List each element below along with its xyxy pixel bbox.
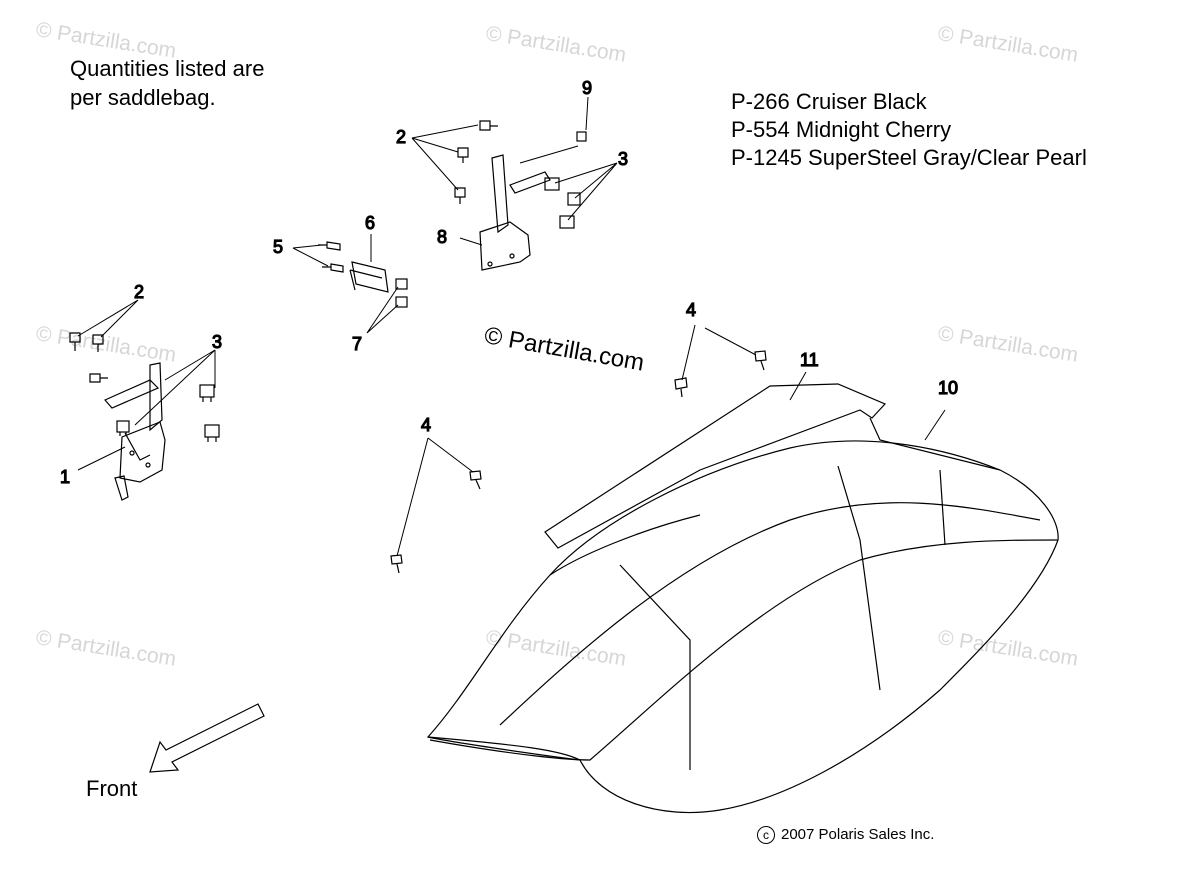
quantity-note-line-1: Quantities listed are	[70, 56, 265, 81]
front-label: Front	[86, 776, 138, 801]
callout-11: 11	[800, 350, 819, 370]
callout-2-left: 2	[134, 282, 144, 302]
u-bracket	[349, 261, 389, 293]
clips-upper	[544, 131, 587, 229]
callout-5: 5	[273, 237, 283, 257]
color-options: P-266 Cruiser Black P-554 Midnight Cherr…	[731, 88, 1087, 172]
callout-3-left: 3	[212, 332, 222, 352]
callout-4-upper: 4	[686, 300, 696, 320]
bracket-assembly-upper	[479, 154, 551, 271]
callout-7: 7	[352, 334, 362, 354]
copyright-text: 2007 Polaris Sales Inc.	[781, 826, 935, 843]
saddlebag-lid-10	[426, 409, 1059, 814]
callout-10: 10	[938, 378, 958, 398]
leaders-left	[77, 299, 216, 471]
callout-8: 8	[437, 227, 447, 247]
quantity-note-line-2: per saddlebag.	[70, 85, 216, 110]
screws-4-lower	[390, 470, 482, 574]
callout-4-lower: 4	[421, 415, 431, 435]
clips-left	[116, 384, 220, 442]
quantity-note: Quantities listed are per saddlebag.	[70, 54, 264, 112]
trim-strip-11	[544, 371, 887, 549]
bracket-assembly-left	[104, 362, 166, 501]
callout-1: 1	[60, 467, 70, 487]
copyright-symbol: c	[757, 826, 775, 844]
front-arrow	[149, 703, 265, 773]
callout-6: 6	[365, 213, 375, 233]
color-option: P-266 Cruiser Black	[731, 89, 927, 114]
leaders-4	[396, 324, 757, 557]
copyright: c 2007 Polaris Sales Inc.	[757, 826, 934, 844]
callout-9: 9	[582, 78, 592, 98]
bolts-left	[69, 332, 108, 383]
bolts-upper	[454, 120, 498, 204]
clips-7	[395, 278, 408, 308]
leaders-upper	[411, 96, 618, 246]
callout-2-upper: 2	[396, 127, 406, 147]
color-option: P-554 Midnight Cherry	[731, 117, 952, 142]
callout-3-upper: 3	[618, 149, 628, 169]
screws-4-upper	[674, 350, 767, 398]
color-option: P-1245 SuperSteel Gray/Clear Pearl	[731, 145, 1087, 170]
screws-5	[318, 241, 344, 273]
leaders-middle	[292, 234, 399, 334]
